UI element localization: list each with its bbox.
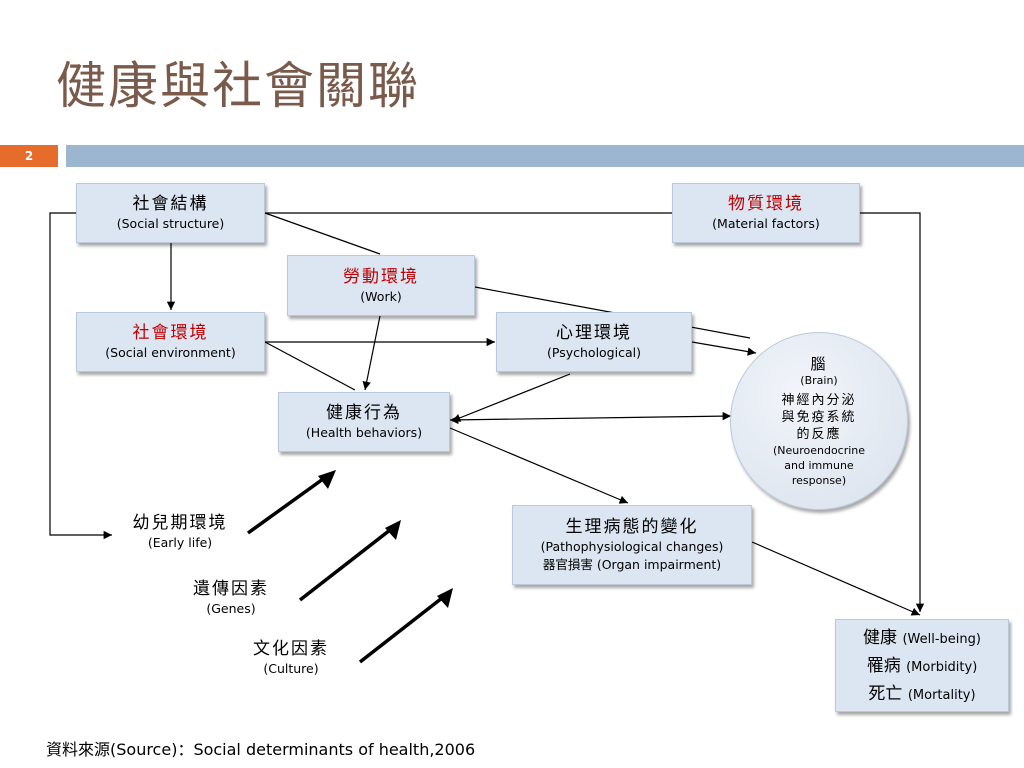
outcome-row: 健康 (Well-being): [863, 624, 981, 652]
bold-arrow-genes: [298, 528, 392, 602]
brain-sub-zh-2: 與免疫系統: [781, 409, 857, 425]
outcome-row: 死亡 (Mortality): [868, 680, 975, 708]
outcome-row: 罹病 (Morbidity): [867, 652, 978, 680]
node-outcomes: 健康 (Well-being) 罹病 (Morbidity) 死亡 (Morta…: [835, 619, 1009, 712]
node-label-en: (Genes): [206, 601, 256, 616]
node-label-en: (Psychological): [547, 345, 641, 360]
bold-arrow-earlylife: [246, 472, 332, 535]
organ-label-zh: 器官損害: [542, 557, 593, 572]
outcome-zh: 健康: [863, 627, 898, 648]
node-culture: 文化因素 (Culture): [232, 638, 350, 678]
node-label-zh: 遺傳因素: [193, 579, 269, 599]
line-patho-outcomes: [751, 541, 921, 616]
arrow-behaviors-brain: [449, 411, 732, 425]
node-label-zh: 心理環境: [556, 323, 632, 343]
outcome-en: (Well-being): [902, 631, 981, 647]
node-early-life: 幼兒期環境 (Early life): [112, 512, 248, 552]
node-label-zh: 社會結構: [132, 194, 209, 214]
node-label-en: (Early life): [147, 535, 213, 550]
line-structure-work: [264, 212, 381, 255]
node-label-zh: 健康行為: [326, 403, 402, 423]
slide-number: 2: [0, 145, 58, 167]
source-citation: 資料來源(Source)：Social determinants of heal…: [46, 740, 476, 759]
bold-arrowhead-genes: [385, 520, 401, 540]
node-label-en: (Health behaviors): [305, 425, 423, 440]
node-label-en: (Material factors): [712, 216, 820, 231]
node-label-zh: 生理病態的變化: [565, 517, 699, 537]
brain-sub-zh-3: 的反應: [796, 426, 842, 442]
node-psychological: 心理環境 (Psychological): [496, 312, 692, 372]
node-label-en: (Social environment): [105, 345, 236, 360]
bold-arrowhead-culture: [437, 588, 453, 608]
arrow-material-outcomes: [860, 212, 925, 612]
node-label-zh: 物質環境: [728, 194, 804, 214]
bold-arrow-culture: [358, 596, 444, 664]
outcome-zh: 死亡: [868, 683, 903, 704]
slide-title: 健康與社會關聯: [56, 57, 420, 115]
outcome-en: (Morbidity): [906, 659, 978, 675]
outcome-en: (Mortality): [907, 687, 976, 703]
node-social-environment: 社會環境 (Social environment): [76, 312, 265, 372]
outcome-zh: 罹病: [866, 655, 901, 676]
node-pathophysiological-changes: 生理病態的變化 (Pathophysiological changes) 器官損…: [512, 505, 752, 585]
node-label-en: (Pathophysiological changes): [540, 539, 724, 554]
brain-label-zh: 腦: [810, 354, 828, 373]
arrow-behaviors-patho: [449, 427, 629, 504]
node-social-structure: 社會結構 (Social structure): [76, 183, 265, 243]
brain-sub-en-2: and immune: [784, 458, 854, 472]
brain-label-en: (Brain): [800, 373, 838, 387]
header-bar: [66, 145, 1024, 167]
node-material-factors: 物質環境 (Material factors): [672, 183, 860, 243]
node-label-zh: 社會環境: [132, 323, 209, 343]
organ-label-en: (Organ impairment): [596, 557, 722, 572]
node-label-en: (Culture): [263, 661, 319, 676]
node-label-zh: 勞動環境: [343, 266, 419, 287]
node-label-organ: 器官損害 (Organ impairment): [543, 556, 721, 574]
arrow-work-behaviors: [362, 315, 381, 391]
node-brain: 腦 (Brain) 神經內分泌 與免疫系統 的反應 (Neuroendocrin…: [730, 332, 908, 510]
brain-sub-zh-1: 神經內分泌: [781, 392, 857, 408]
line-socialenv-behaviors: [264, 341, 356, 391]
node-label-en: (Social structure): [116, 216, 225, 231]
node-health-behaviors: 健康行為 (Health behaviors): [278, 392, 450, 452]
node-genes: 遺傳因素 (Genes): [172, 578, 290, 618]
node-work: 勞動環境 (Work): [287, 255, 475, 316]
node-label-zh: 文化因素: [253, 639, 329, 659]
node-label-en: (Work): [360, 288, 402, 304]
arrow-behaviors-psych: [451, 373, 571, 422]
node-label-zh: 幼兒期環境: [132, 513, 228, 533]
bold-arrowhead-earlylife: [318, 470, 336, 489]
brain-sub-en-3: response): [791, 473, 847, 487]
arrow-psych-brain: [691, 341, 757, 356]
brain-sub-en-1: (Neuroendocrine: [772, 443, 866, 457]
arrow-structure-earlylife: [49, 212, 112, 540]
